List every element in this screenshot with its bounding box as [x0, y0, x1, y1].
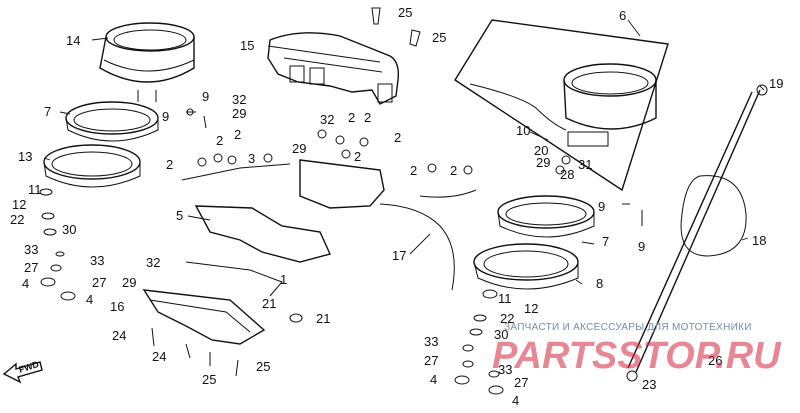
- meter-housing: [267, 32, 400, 105]
- label-2-c: 2: [166, 157, 173, 172]
- label-2-e: 2: [364, 110, 371, 125]
- label-32-top: 32: [232, 92, 246, 107]
- part-labels: 14 7 13 9 9 32 29 2 2 2 3 15 25 25 32 2 …: [10, 5, 783, 408]
- label-27-b: 27: [92, 275, 106, 290]
- label-7-left: 7: [44, 104, 51, 119]
- label-29-right: 29: [536, 155, 550, 170]
- label-32-low: 32: [146, 255, 160, 270]
- label-9-top: 9: [202, 89, 209, 104]
- label-29-low: 29: [122, 275, 136, 290]
- label-4-c: 4: [430, 372, 437, 387]
- label-7-right: 7: [602, 234, 609, 249]
- label-4-d: 4: [512, 393, 519, 408]
- watermark-caption: ЗАПЧАСТИ И АКСЕССУАРЫ ДЛЯ МОТОТЕХНИКИ: [504, 322, 752, 333]
- leader-lines: [43, 19, 765, 285]
- label-13: 13: [18, 149, 32, 164]
- label-14: 14: [66, 33, 80, 48]
- label-9-right2: 9: [638, 239, 645, 254]
- label-27-a: 27: [24, 260, 38, 275]
- label-2-g: 2: [354, 149, 361, 164]
- label-3: 3: [248, 151, 255, 166]
- label-11-right: 11: [498, 291, 512, 306]
- label-10: 10: [516, 123, 530, 138]
- label-9-right: 9: [598, 199, 605, 214]
- label-33-c: 33: [424, 334, 438, 349]
- label-18: 18: [752, 233, 766, 248]
- watermark: ЗАПЧАСТИ И АКСЕССУАРЫ ДЛЯ МОТОТЕХНИКИ PA…: [492, 322, 782, 377]
- label-23: 23: [642, 377, 656, 392]
- label-25-a: 25: [398, 5, 412, 20]
- label-4-a: 4: [22, 276, 29, 291]
- label-27-d: 27: [514, 375, 528, 390]
- label-33-a: 33: [24, 242, 38, 257]
- label-25-b: 25: [432, 30, 446, 45]
- label-6: 6: [619, 8, 626, 23]
- label-32-mid: 32: [320, 112, 334, 127]
- label-4-b: 4: [86, 292, 93, 307]
- meter-case-left: [99, 22, 195, 102]
- label-25-c: 25: [202, 372, 216, 387]
- label-1: 1: [280, 272, 287, 287]
- label-20: 20: [534, 143, 548, 158]
- label-26: 26: [708, 353, 722, 368]
- label-29-mid: 29: [292, 141, 306, 156]
- label-2-d: 2: [348, 110, 355, 125]
- label-33-b: 33: [90, 253, 104, 268]
- label-2-f: 2: [394, 130, 401, 145]
- label-8: 8: [596, 276, 603, 291]
- watermark-logo: PARTSSTOP.RU: [492, 335, 782, 377]
- label-16: 16: [110, 299, 124, 314]
- label-33-d: 33: [498, 362, 512, 377]
- label-30-right: 30: [494, 327, 508, 342]
- fwd-label: FWD: [18, 359, 41, 375]
- meter-ring-right: [497, 195, 595, 238]
- label-5: 5: [176, 208, 183, 223]
- meter-ring-left: [65, 101, 159, 142]
- label-2-i: 2: [450, 163, 457, 178]
- label-24-a: 24: [112, 328, 126, 343]
- label-25-d: 25: [256, 359, 270, 374]
- forward-direction-arrow: FWD: [2, 359, 43, 384]
- label-29-top: 29: [232, 106, 246, 121]
- label-24-b: 24: [152, 349, 166, 364]
- speedometer-assembly-box: [454, 19, 669, 192]
- label-17: 17: [392, 248, 406, 263]
- meter-bracket-assembly: [181, 159, 477, 291]
- label-2-b: 2: [234, 127, 241, 142]
- label-12-left: 12: [12, 197, 26, 212]
- label-30-left: 30: [62, 222, 76, 237]
- label-27-c: 27: [424, 353, 438, 368]
- label-11-left: 11: [28, 182, 42, 197]
- hardware-parts: [39, 7, 643, 395]
- meter-lower-cover: [142, 261, 283, 345]
- label-21-b: 21: [316, 311, 330, 326]
- meter-case-right: [473, 243, 579, 290]
- label-21-a: 21: [262, 296, 276, 311]
- label-22-left: 22: [10, 212, 24, 227]
- label-2-h: 2: [410, 163, 417, 178]
- label-9-left: 9: [162, 109, 169, 124]
- label-15: 15: [240, 38, 254, 53]
- label-31: 31: [578, 157, 592, 172]
- meter-seal-left: [43, 144, 141, 188]
- label-19: 19: [769, 76, 783, 91]
- label-2-a: 2: [216, 133, 223, 148]
- label-28: 28: [560, 167, 574, 182]
- label-22-right: 22: [500, 311, 514, 326]
- speedometer-cable: [626, 84, 768, 382]
- label-12-right: 12: [524, 301, 538, 316]
